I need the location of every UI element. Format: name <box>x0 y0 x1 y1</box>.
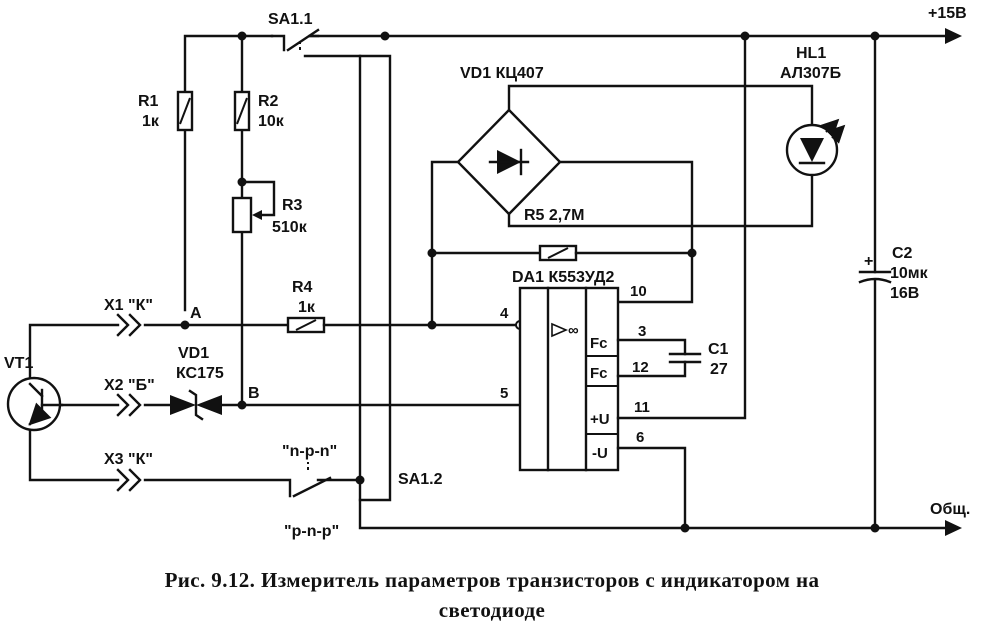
resistor-r1 <box>176 90 194 132</box>
switch-sa1-1 <box>270 28 392 502</box>
connector-x3 <box>116 468 142 492</box>
junction-dots <box>180 31 880 533</box>
label-r3: R3 <box>282 197 303 214</box>
zener-vd1 <box>170 389 222 421</box>
label-r1: R1 <box>138 93 159 110</box>
label-c1: C1 <box>708 341 729 358</box>
label-x1: X1 "К" <box>104 297 153 314</box>
capacitor-c1 <box>616 338 702 378</box>
label-sa1-2: SA1.2 <box>398 471 443 488</box>
figure-caption-line-1: Рис. 9.12. Измеритель параметров транзис… <box>164 568 820 592</box>
label-x2: X2 "Б" <box>104 377 155 394</box>
label-minus-u: -U <box>592 445 608 462</box>
label-npn: "n-p-n" <box>282 443 337 460</box>
label-plus-u: +U <box>590 411 610 428</box>
line-node-a <box>28 316 525 386</box>
label-pnp: "p-n-p" <box>284 523 339 540</box>
label-da1: DA1 К553УД2 <box>512 269 614 286</box>
label-c2: C2 <box>892 245 913 262</box>
label-c2-voltage: 16В <box>890 285 919 302</box>
svg-text:∞: ∞ <box>568 322 579 339</box>
opamp-supply-lines <box>616 34 747 530</box>
label-common: Общ. <box>930 501 970 518</box>
label-r5: R5 2,7М <box>524 207 584 224</box>
feedback-network <box>430 160 694 327</box>
label-vt1: VT1 <box>4 355 33 372</box>
diode-bridge-vd1 <box>456 84 814 228</box>
label-vd1-zener: VD1 <box>178 345 209 362</box>
label-fc-2: Fc <box>590 365 608 382</box>
led-hl1 <box>785 118 846 177</box>
transistor-vt1 <box>6 376 64 432</box>
label-r3-value: 510к <box>272 219 308 236</box>
label-sa1-1: SA1.1 <box>268 11 313 28</box>
label-r2-value: 10к <box>258 113 285 130</box>
switch-sa1-2 <box>28 422 362 498</box>
branch-r2-r3 <box>231 34 276 407</box>
label-r4: R4 <box>292 279 313 296</box>
label-c1-value: 27 <box>710 361 728 378</box>
label-pin-12: 12 <box>632 359 649 376</box>
label-c2-value: 10мк <box>890 265 929 282</box>
opamp-da1: ∞ <box>518 286 620 472</box>
figure-caption-line-2: светодиоде <box>438 598 546 622</box>
label-x3: X3 "К" <box>104 451 153 468</box>
label-c2-plus: + <box>864 253 873 270</box>
label-vd1-type: КС175 <box>176 365 224 382</box>
label-pin-11: 11 <box>634 399 650 416</box>
rail-common <box>358 54 962 536</box>
label-hl1: HL1 <box>796 45 826 62</box>
potentiometer-r3 <box>231 196 253 234</box>
label-pin-3: 3 <box>638 323 646 340</box>
rail-plus-15v <box>183 28 962 312</box>
label-node-a: A <box>190 305 202 322</box>
label-pin-4: 4 <box>500 305 509 322</box>
label-r1-value: 1к <box>142 113 160 130</box>
label-r2: R2 <box>258 93 279 110</box>
label-hl1-type: АЛ307Б <box>780 65 841 82</box>
label-pin-10: 10 <box>630 283 647 300</box>
label-vd1-bridge: VD1 КЦ407 <box>460 65 544 82</box>
label-pin-6: 6 <box>636 429 644 446</box>
connector-x1 <box>116 313 142 337</box>
label-node-b: B <box>248 385 260 402</box>
label-r4-value: 1к <box>298 299 316 316</box>
connector-x2 <box>116 393 142 417</box>
capacitor-c2 <box>858 34 892 530</box>
label-fc-1: Fc <box>590 335 608 352</box>
label-pin-5: 5 <box>500 385 508 402</box>
label-plus-15v: +15В <box>928 5 967 22</box>
